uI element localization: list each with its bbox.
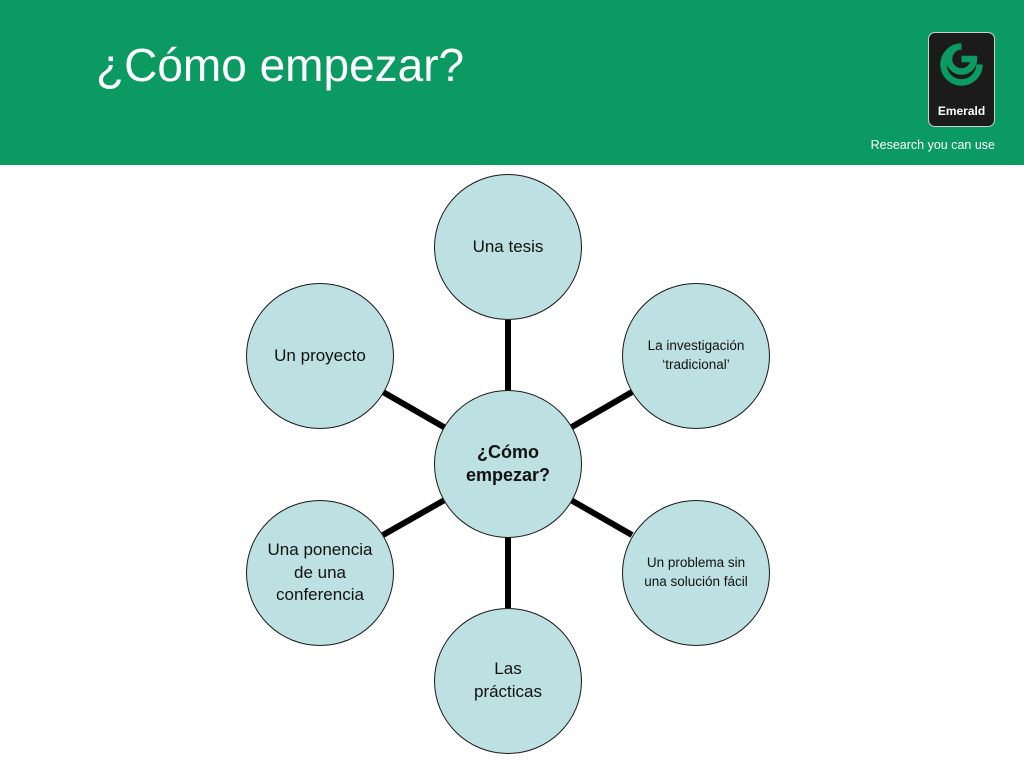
node-upper-left-label: Un proyecto	[274, 346, 366, 365]
node-lower-left: Una ponencia de una conferencia	[246, 500, 394, 646]
logo-wordmark: Emerald	[937, 104, 986, 118]
node-upper-right-label: La investigación ‘tradicional’	[647, 338, 745, 372]
emerald-logo: Emerald	[928, 32, 995, 127]
node-bottom-label: Las prácticas	[473, 659, 543, 701]
slide-title: ¿Cómo empezar?	[96, 39, 465, 91]
node-top: Una tesis	[434, 174, 582, 320]
node-lower-right: Un problema sin una solución fácil	[622, 500, 770, 646]
center-node: ¿Cómo empezar?	[434, 390, 582, 538]
emerald-spiral-icon	[940, 43, 983, 86]
tagline: Research you can use	[870, 138, 995, 152]
node-lower-right-label: Un problema sin una solución fácil	[644, 555, 748, 589]
node-bottom: Las prácticas	[434, 608, 582, 754]
node-upper-right: La investigación ‘tradicional’	[622, 283, 770, 429]
node-upper-left: Un proyecto	[246, 283, 394, 429]
center-node-label: ¿Cómo empezar?	[465, 441, 551, 485]
node-top-label: Una tesis	[472, 237, 544, 256]
node-lower-left-label: Una ponencia de una conferencia	[267, 539, 373, 605]
header-bar: ¿Cómo empezar? Emerald Research you can …	[0, 0, 1024, 165]
